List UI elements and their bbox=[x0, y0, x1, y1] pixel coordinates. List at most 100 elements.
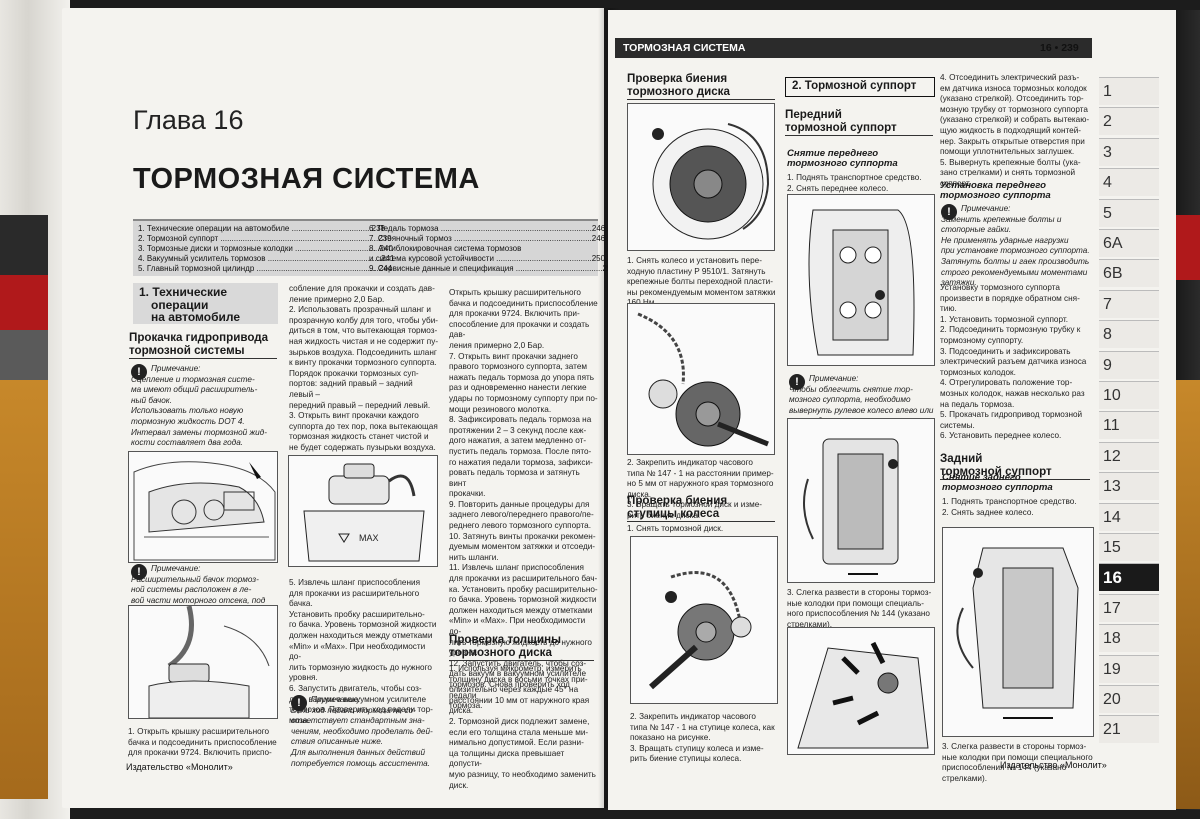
text-line: диска. bbox=[627, 489, 652, 499]
text-line: ный бачок. bbox=[131, 395, 172, 405]
text-line: уровня. bbox=[289, 673, 318, 683]
subsection-rear-caliper-a: Задний bbox=[940, 452, 983, 465]
text-line: Заменить крепежные болты и bbox=[941, 214, 1062, 224]
chapter-tab-6b[interactable]: 6B bbox=[1099, 259, 1159, 288]
chapter-label: Глава 16 bbox=[133, 105, 244, 135]
chapter-tab-7[interactable]: 7 bbox=[1099, 289, 1159, 318]
divider bbox=[627, 99, 775, 100]
text-line: 1. Установить тормозной суппорт. bbox=[940, 314, 1068, 324]
text-line: ма имеют общий расширитель- bbox=[131, 385, 258, 395]
toc-item: 6. Педаль тормоза ......................… bbox=[369, 224, 606, 233]
section-title-1b: операции bbox=[151, 298, 209, 312]
text-line: 2. Закрепить индикатор часового bbox=[630, 712, 756, 721]
text-line: 9. Повторить данные процедуры для bbox=[449, 499, 590, 509]
section-title-1a: 1. Технические bbox=[139, 285, 228, 299]
chapter-tab-12[interactable]: 12 bbox=[1099, 441, 1159, 470]
text-line: ем датчика износа тормозных колодок bbox=[940, 83, 1087, 93]
text-line: 11. Извлечь шланг приспособления bbox=[449, 563, 584, 573]
text-line: тормозов. Проверить ход педали тор- bbox=[289, 705, 433, 715]
text-line: 2. Использовать прозрачный шланг и bbox=[289, 305, 431, 315]
text-line: вывернуть рулевое колесо влево или bbox=[789, 405, 934, 415]
text-line: диться в том, что вытекающая тормоз- bbox=[289, 326, 438, 336]
text-line: 5. Извлечь шланг приспособления bbox=[289, 578, 421, 587]
text-line: 1. Используя микрометр, измерить bbox=[449, 664, 582, 673]
chapter-tab-17[interactable]: 17 bbox=[1099, 593, 1159, 622]
text-line: не будет содержать пузырьки воздуха. bbox=[289, 442, 436, 452]
divider bbox=[449, 660, 594, 661]
text-line: для прокачки из расширительного бач- bbox=[449, 574, 598, 584]
toc-item: 1. Технические операции на автомобиле ..… bbox=[138, 224, 385, 233]
publisher-footer-right: Издательство «Монолит» bbox=[1000, 760, 1107, 770]
text-line: тормозную жидкость DOT 4. bbox=[131, 416, 245, 426]
chapter-tab-20[interactable]: 20 bbox=[1099, 685, 1159, 713]
text-line: зано стрелками) и снять тормозной bbox=[940, 168, 1076, 178]
chapter-tab-13[interactable]: 13 bbox=[1099, 472, 1159, 501]
chapter-tab-18[interactable]: 18 bbox=[1099, 624, 1159, 653]
text-line: 3. Вращать ступицу колеса и изме- bbox=[630, 743, 764, 753]
text-line: помощи уплотнительных заглушек. bbox=[940, 147, 1075, 157]
subtitle-install-front-b: тормозного суппорта bbox=[940, 190, 1051, 201]
text-line: типа № 147 - 1 на расстоянии пример- bbox=[627, 468, 774, 478]
chapter-title: ТОРМОЗНАЯ СИСТЕМА bbox=[133, 163, 480, 195]
text-line: Для выполнения данных действий bbox=[291, 747, 426, 757]
text-line: дать вакуум в вакуумном усилителе bbox=[449, 669, 587, 679]
text-line: заднего левого/переднего правого/пе- bbox=[449, 510, 594, 520]
text-line: 1. Открыть крышку расширительного bbox=[128, 727, 270, 736]
text-line: суппорт. bbox=[940, 178, 972, 188]
text-line: щую жидкость в подходящий контей- bbox=[940, 125, 1081, 135]
text-line: чениям, необходимо проделать дей- bbox=[291, 726, 433, 736]
text-line: ходную пластину P 9510/1. Затянуть bbox=[627, 266, 766, 276]
cover-stripe-grey bbox=[0, 330, 48, 380]
text-line: близительно через каждые 45° на bbox=[449, 685, 579, 695]
text-line: 2. Снять заднее колесо. bbox=[942, 507, 1034, 517]
chapter-tab-6a[interactable]: 6A bbox=[1099, 229, 1159, 257]
cover-stripe-red bbox=[0, 275, 48, 330]
text-line: Чтобы облегчить снятие тор- bbox=[789, 384, 913, 394]
chapter-tab-14[interactable]: 14 bbox=[1099, 502, 1159, 531]
chapter-tab-1[interactable]: 1 bbox=[1099, 77, 1159, 105]
text-line: расстоянии 10 мм от наружного края bbox=[449, 695, 590, 705]
text-line: при установке тормозного суппорта. bbox=[941, 246, 1090, 256]
text-line: 3. Вращать тормозной диск и изме- bbox=[627, 500, 762, 510]
text-line: приспособления № 144 (указано bbox=[942, 763, 1067, 773]
toc-item: 5. Главный тормозной цилиндр ...........… bbox=[138, 264, 393, 273]
cover-stripe-orange bbox=[0, 380, 48, 799]
subsection-disc-runout-a: Проверка биения bbox=[627, 72, 728, 85]
text-line: для прокачки из расширительного бачка. bbox=[289, 588, 420, 609]
chapter-tab-11[interactable]: 11 bbox=[1099, 411, 1159, 440]
section-box-1: 1. Технические операции на автомобиле bbox=[133, 283, 278, 324]
chapter-tab-9[interactable]: 9 bbox=[1099, 350, 1159, 379]
text-line: крепежные болты переходной пласти- bbox=[627, 277, 773, 287]
chapter-tab-15[interactable]: 15 bbox=[1099, 533, 1159, 561]
toc-item: 7. Стояночный тормоз ...................… bbox=[369, 234, 606, 243]
chapter-tab-2[interactable]: 2 bbox=[1099, 107, 1159, 136]
text-line: Если ход педали тормоза не со- bbox=[291, 705, 416, 715]
text-line: стопорные гайки. bbox=[941, 225, 1012, 235]
text-line: нимально допустимой. Если разни- bbox=[449, 738, 584, 748]
figure-rear-caliper bbox=[942, 527, 1094, 737]
chapter-tab-8[interactable]: 8 bbox=[1099, 320, 1159, 349]
text-line: портов: задний правый – задний левый – bbox=[289, 379, 413, 399]
text-line: 5. Прокачать гидропривод тормозной bbox=[940, 410, 1083, 420]
note-block-3: Примечание:Если ход педали тормоза не со… bbox=[291, 695, 441, 769]
page-number: 16 • 239 bbox=[1040, 42, 1079, 54]
chapter-tab-16[interactable]: 16 bbox=[1099, 563, 1159, 592]
text-line: ная жидкость чистая и не содержит пу- bbox=[289, 336, 439, 346]
chapter-tab-21[interactable]: 21 bbox=[1099, 715, 1159, 744]
text-line: 2. Снять переднее колесо. bbox=[787, 183, 889, 193]
text-line: раз и одновременно нанести легкие bbox=[449, 383, 587, 393]
chapter-tab-10[interactable]: 10 bbox=[1099, 381, 1159, 409]
text-line: 10. Затянуть винты прокачки рекомен- bbox=[449, 531, 596, 541]
figure-caliper-bolts bbox=[787, 627, 935, 755]
text-line: рить биение ступицы колеса. bbox=[630, 754, 742, 764]
text-line: передний правый – передний левый. bbox=[289, 400, 431, 410]
text-line: 1. Поднять транспортное средство. bbox=[942, 497, 1077, 506]
text-r1-c: 1. Снять тормозной диск. bbox=[627, 524, 777, 535]
chapter-tab-5[interactable]: 5 bbox=[1099, 198, 1159, 227]
chapter-tab-3[interactable]: 3 bbox=[1099, 137, 1159, 166]
chapter-tab-4[interactable]: 4 bbox=[1099, 168, 1159, 197]
text-line: лить тормозную жидкость до нужного bbox=[289, 662, 432, 672]
chapter-tab-19[interactable]: 19 bbox=[1099, 654, 1159, 683]
text-line: тормозных колодок. bbox=[940, 367, 1016, 377]
